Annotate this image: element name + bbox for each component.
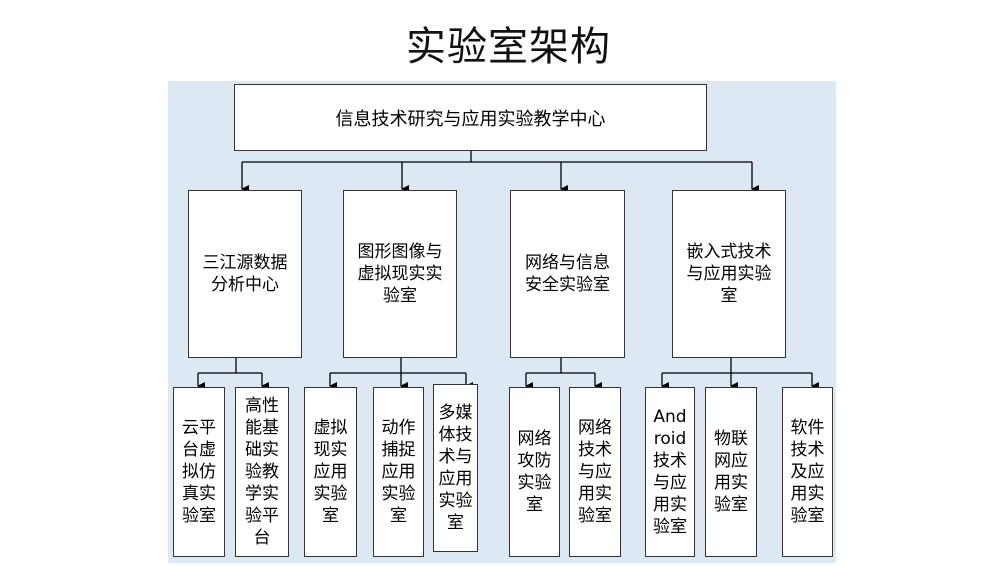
dept-label: 图形图像与虚拟现实实验室 bbox=[357, 242, 443, 306]
lab-node: 高性能基础实验教学实验平台 bbox=[235, 387, 289, 557]
lab-label: Android技术与应用实验室 bbox=[653, 407, 687, 537]
lab-node: 云平台虚拟仿真实验室 bbox=[173, 387, 225, 557]
dept-node: 嵌入式技术与应用实验室 bbox=[672, 190, 786, 358]
lab-label: 云平台虚拟仿真实验室 bbox=[182, 418, 216, 526]
lab-label: 高性能基础实验教学实验平台 bbox=[245, 396, 279, 548]
lab-label: 动作捕捉应用实验室 bbox=[381, 418, 416, 526]
lab-node: 多媒体技术与应用实验室 bbox=[433, 384, 478, 552]
lab-label: 虚拟现实应用实验室 bbox=[313, 418, 348, 526]
lab-label: 软件技术及应用实验室 bbox=[790, 418, 825, 526]
lab-label: 物联网应用实验室 bbox=[714, 429, 748, 515]
dept-label: 嵌入式技术与应用实验室 bbox=[686, 242, 772, 306]
lab-node: 虚拟现实应用实验室 bbox=[304, 387, 357, 557]
diagram-title: 实验室架构 bbox=[406, 24, 611, 70]
lab-node: 动作捕捉应用实验室 bbox=[373, 387, 424, 557]
dept-label: 网络与信息安全实验室 bbox=[525, 253, 610, 295]
lab-node: 网络技术与应用实验室 bbox=[569, 387, 621, 557]
dept-node: 网络与信息安全实验室 bbox=[510, 190, 625, 358]
root-label: 信息技术研究与应用实验教学中心 bbox=[335, 108, 606, 130]
lab-label: 多媒体技术与应用实验室 bbox=[438, 403, 473, 533]
lab-node: 物联网应用实验室 bbox=[705, 387, 757, 557]
lab-node: 软件技术及应用实验室 bbox=[782, 387, 833, 557]
dept-node: 三江源数据分析中心 bbox=[188, 190, 302, 358]
dept-label: 三江源数据分析中心 bbox=[202, 253, 288, 295]
lab-label: 网络技术与应用实验室 bbox=[578, 418, 612, 526]
root-node: 信息技术研究与应用实验教学中心 bbox=[234, 84, 707, 151]
lab-label: 网络攻防实验室 bbox=[517, 429, 552, 515]
dept-node: 图形图像与虚拟现实实验室 bbox=[343, 190, 457, 358]
lab-node: 网络攻防实验室 bbox=[509, 387, 560, 557]
lab-node: Android技术与应用实验室 bbox=[645, 387, 695, 557]
